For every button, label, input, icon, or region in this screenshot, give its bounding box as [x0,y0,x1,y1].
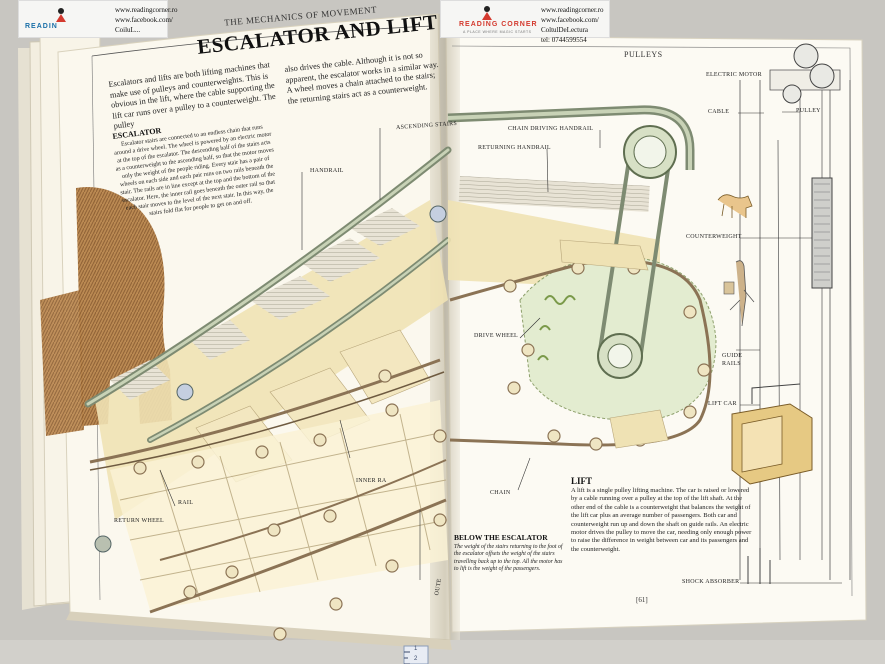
label-rail-cut: RAIL [178,500,194,506]
label-chain: CHAIN [490,490,511,496]
label-cable: CABLE [708,109,730,115]
lift-heading: LIFT [571,476,593,486]
label-counterweight: COUNTERWEIGHT [686,234,742,240]
label-electric-motor: ELECTRIC MOTOR [706,72,762,78]
label-return-wheel: RETURN WHEEL [114,518,164,524]
reader-mascot-icon [482,6,492,20]
label-drive-wheel: DRIVE WHEEL [474,333,519,339]
below-escalator-body: The weight of the stairs returning to th… [454,544,563,573]
flyer-left-brand: READIN [25,23,58,30]
flyer-right-tagline: A PLACE WHERE MAGIC STARTS [463,30,532,34]
below-escalator-heading: BELOW THE ESCALATOR [454,533,548,542]
ruler-mark-2: 2 [414,656,418,662]
flyer-left-contact: www.readingcorner.ro www.facebook.com/ C… [115,6,178,34]
label-inner-rail: INNER RA [356,478,387,484]
page-number: [61] [636,596,648,604]
label-pulley: PULLEY [796,108,821,114]
bookmark-flyer-left: www.readingcorner.ro www.facebook.com/ C… [18,0,178,38]
label-lift-car: LIFT CAR [708,401,737,407]
flyer-right-contact: www.readingcorner.ro www.facebook.com/ C… [541,6,604,44]
return-stairs [110,400,448,610]
flyer-right-brand: READING CORNER [459,21,538,28]
label-handrail: HANDRAIL [310,168,344,174]
running-head-right: PULLEYS [624,50,663,59]
label-shock-absorber: SHOCK ABSORBER [682,579,740,585]
label-returning-handrail: RETURNING HANDRAIL [478,145,551,151]
label-guide-rails: GUIDE RAILS [722,353,743,367]
reader-mascot-icon [56,8,66,22]
ruler-mark-1: 1 [414,646,418,652]
label-chain-driving-handrail: CHAIN DRIVING HANDRAIL [508,126,594,132]
bookmark-flyer-right: www.readingcorner.ro www.facebook.com/ C… [440,0,610,44]
lift-body: A lift is a single pulley lifting machin… [571,487,752,553]
